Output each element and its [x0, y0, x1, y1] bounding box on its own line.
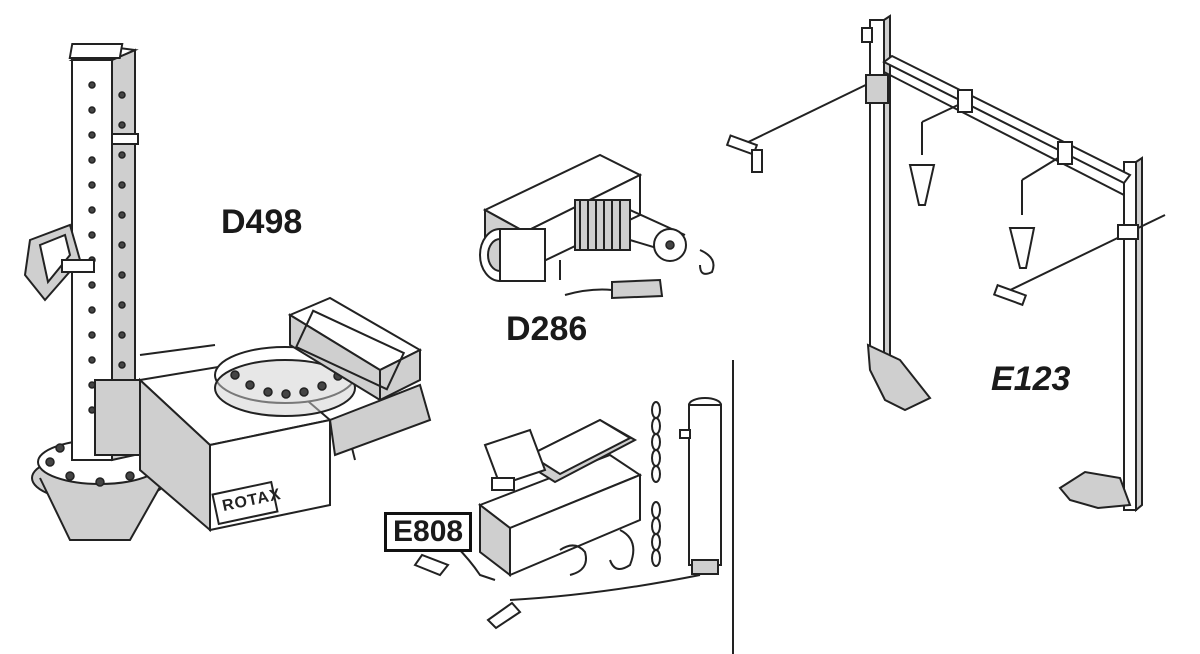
label-e808: E808: [384, 512, 473, 552]
e808-hydraulic-kit-drawing: [413, 360, 734, 654]
label-e123: E123: [991, 360, 1071, 398]
e123-measuring-bridge-drawing: [725, 14, 1166, 513]
chain: [651, 401, 661, 567]
winch-drum-coils: [579, 200, 621, 250]
d286-electric-winch-drawing: [479, 153, 715, 300]
label-d286: D286: [506, 310, 588, 348]
d498-frame-straightener-drawing: [23, 43, 432, 541]
column-holes: [88, 81, 126, 414]
label-d498: D498: [221, 203, 303, 241]
